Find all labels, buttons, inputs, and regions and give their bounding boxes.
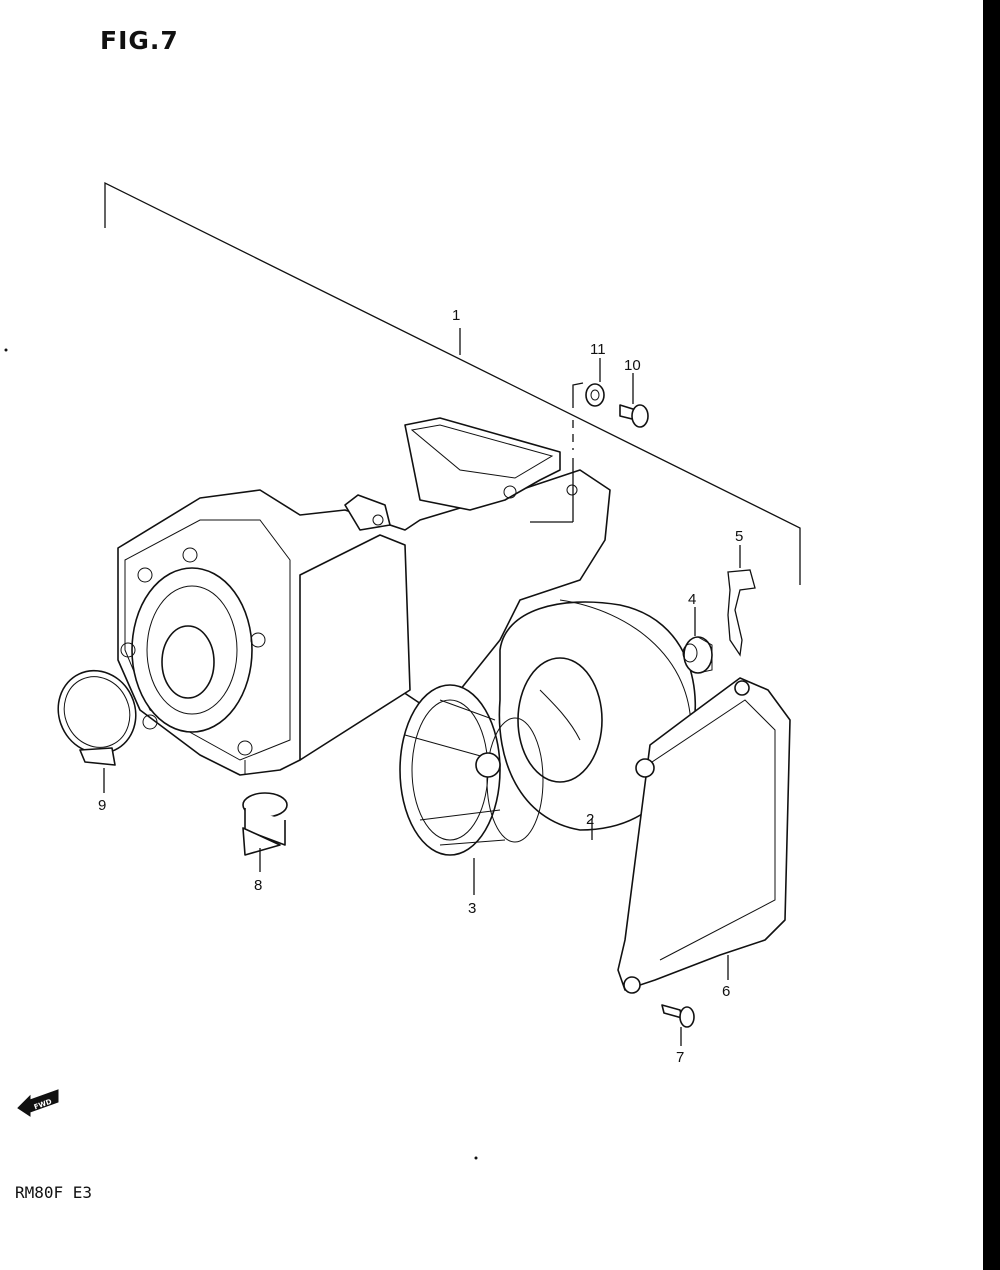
callout-1: 1 <box>452 307 460 324</box>
part-6-cover <box>617 677 791 994</box>
scan-edge-bar <box>983 0 1000 1270</box>
callout-9: 9 <box>98 797 106 814</box>
callout-10: 10 <box>624 357 641 374</box>
assembly-guide-lines <box>530 382 584 523</box>
part-9-clamp-band <box>57 669 137 766</box>
leader-lines <box>103 358 741 1046</box>
callout-3: 3 <box>468 900 476 917</box>
air-cleaner-case <box>117 417 611 776</box>
callout-7: 7 <box>676 1049 684 1066</box>
part-3-filter-cage <box>399 684 544 856</box>
assembly-bracket <box>104 181 801 585</box>
part-7-screw <box>661 1004 695 1028</box>
part-10-screw <box>619 404 649 428</box>
callout-8: 8 <box>254 877 262 894</box>
part-5-clip <box>727 569 756 657</box>
callout-2: 2 <box>586 811 594 828</box>
callout-labels: 1 2 3 4 5 6 7 8 9 10 11 <box>98 307 743 1066</box>
callout-6: 6 <box>722 983 730 1000</box>
fwd-arrow-icon: FWD <box>17 1089 59 1117</box>
callout-4: 4 <box>688 591 696 608</box>
part-11-washer <box>585 383 605 407</box>
figure-title: FIG.7 <box>100 26 179 55</box>
callout-5: 5 <box>735 528 743 545</box>
part-4-bushing <box>682 636 713 674</box>
callout-11: 11 <box>590 341 606 358</box>
model-code: RM80F E3 <box>15 1183 93 1202</box>
part-8-grommet <box>242 792 288 856</box>
